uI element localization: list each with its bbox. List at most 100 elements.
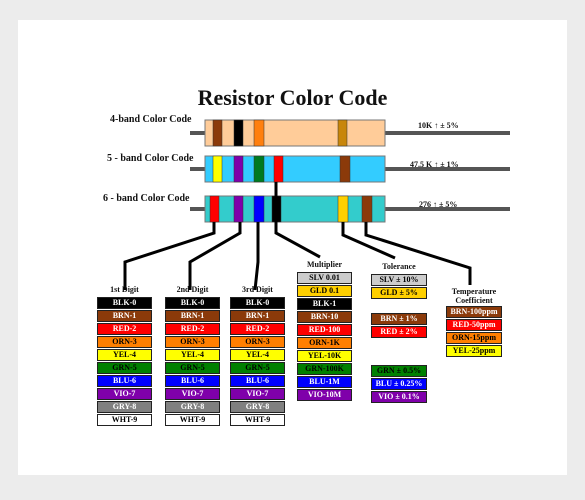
color-code-cell: WHT-9: [165, 414, 220, 426]
leader-3rd-digit: [253, 222, 260, 291]
color-code-cell: BLU-6: [230, 375, 285, 387]
leader-tolerance: [341, 222, 396, 260]
color-code-cell: BRN-1: [165, 310, 220, 322]
cells-tolerance: SLV ± 10%GLD ± 5% BRN ± 1%RED ± 2% GRN ± 0…: [371, 273, 427, 403]
leader-2nd-digit: [188, 222, 242, 290]
color-code-cell: YEL-4: [230, 349, 285, 361]
color-code-cell: RED-2: [230, 323, 285, 335]
color-code-cell: GRY-8: [230, 401, 285, 413]
color-code-cell: ORN-3: [230, 336, 285, 348]
page-title: Resistor Color Code: [197, 85, 388, 110]
value-label-4band: 10K ↑ ± 5%: [418, 121, 459, 130]
band-row3-5: [337, 195, 349, 223]
color-code-cell: ORN-1K: [297, 337, 352, 349]
column-header-3rd-digit: 3rd Digit: [242, 285, 273, 294]
color-code-cell: RED-50ppm: [446, 319, 502, 331]
color-code-cell: YEL-10K: [297, 350, 352, 362]
column-tolerance: Tolerance SLV ± 10%GLD ± 5% BRN ± 1%RED ±…: [371, 262, 427, 403]
row-label-6band: 6 - band Color Code: [103, 193, 190, 204]
resistor-body-5band: [204, 155, 386, 183]
color-code-cell: BRN-1: [97, 310, 152, 322]
color-code-cell: RED-2: [97, 323, 152, 335]
band-row2-3: [253, 155, 265, 183]
color-code-cell: BLK-0: [97, 297, 152, 309]
band-row2-5: [339, 155, 351, 183]
color-code-cell: GRN-100K: [297, 363, 352, 375]
color-code-cell: WHT-9: [97, 414, 152, 426]
color-code-cell: BLK-1: [297, 298, 352, 310]
leader-lines: [123, 182, 472, 291]
band-row3-6: [361, 195, 373, 223]
column-header-temperature-coefficient: Temperature Coefficient: [451, 287, 497, 305]
color-code-cell: YEL-4: [165, 349, 220, 361]
leader-tempco: [364, 222, 472, 285]
color-code-cell: BLU-6: [165, 375, 220, 387]
cell-spacer: [371, 352, 427, 364]
color-code-cell: BRN ± 1%: [371, 313, 427, 325]
leader-multiplier: [274, 182, 321, 259]
color-code-cell: GRN ± 0.5%: [371, 365, 427, 377]
band-row3-2: [233, 195, 244, 223]
band-row1-1: [212, 119, 223, 147]
leader-1st-digit: [123, 222, 216, 290]
band-row2-1: [212, 155, 223, 183]
color-code-cell: BLU ± 0.25%: [371, 378, 427, 390]
band-row2-2: [233, 155, 244, 183]
column-header-tolerance: Tolerance: [382, 262, 416, 271]
column-header-multiplier: Multiplier: [306, 260, 343, 269]
color-code-cell: VIO-10M: [297, 389, 352, 401]
color-code-cell: VIO-7: [165, 388, 220, 400]
color-code-cell: ORN-15ppm: [446, 332, 502, 344]
column-header-1st-digit: 1st Digit: [110, 285, 139, 294]
color-code-cell: SLV 0.01: [297, 272, 352, 284]
color-code-cell: ORN-3: [165, 336, 220, 348]
color-code-cell: YEL-4: [97, 349, 152, 361]
band-row1-2: [233, 119, 244, 147]
cell-spacer: [371, 300, 427, 312]
value-label-5band: 47.5 K ↑ ± 1%: [410, 160, 459, 169]
color-code-cell: SLV ± 10%: [371, 274, 427, 286]
color-code-cell: GLD 0.1: [297, 285, 352, 297]
color-code-cell: RED-2: [165, 323, 220, 335]
row-label-4band: 4-band Color Code: [110, 114, 192, 125]
color-code-cell: BRN-10: [297, 311, 352, 323]
color-code-cell: BLK-0: [165, 297, 220, 309]
resistor-body-6band: [204, 195, 386, 223]
value-label-6band: 276 ↑ ± 5%: [419, 200, 458, 209]
color-code-cell: RED-100: [297, 324, 352, 336]
band-row1-4: [337, 119, 348, 147]
color-code-cell: BLK-0: [230, 297, 285, 309]
color-code-cell: BRN-100ppm: [446, 306, 502, 318]
color-code-cell: VIO-7: [230, 388, 285, 400]
color-code-cell: GRY-8: [165, 401, 220, 413]
color-code-cell: VIO-7: [97, 388, 152, 400]
color-code-cell: GRN-5: [230, 362, 285, 374]
band-row3-3: [253, 195, 265, 223]
color-code-cell: ORN-3: [97, 336, 152, 348]
band-row1-3: [253, 119, 265, 147]
column-header-2nd-digit: 2nd Digit: [176, 285, 209, 294]
row-label-5band: 5 - band Color Code: [107, 153, 194, 164]
color-code-cell: BRN-1: [230, 310, 285, 322]
color-code-cell: RED ± 2%: [371, 326, 427, 338]
resistor-body-4band: [204, 119, 386, 147]
color-code-cell: YEL-25ppm: [446, 345, 502, 357]
band-row3-1: [209, 195, 220, 223]
color-code-cell: VIO ± 0.1%: [371, 391, 427, 403]
cell-spacer: [371, 339, 427, 351]
color-code-cell: GRN-5: [97, 362, 152, 374]
color-code-cell: GLD ± 5%: [371, 287, 427, 299]
color-code-cell: WHT-9: [230, 414, 285, 426]
color-code-cell: BLU-6: [97, 375, 152, 387]
